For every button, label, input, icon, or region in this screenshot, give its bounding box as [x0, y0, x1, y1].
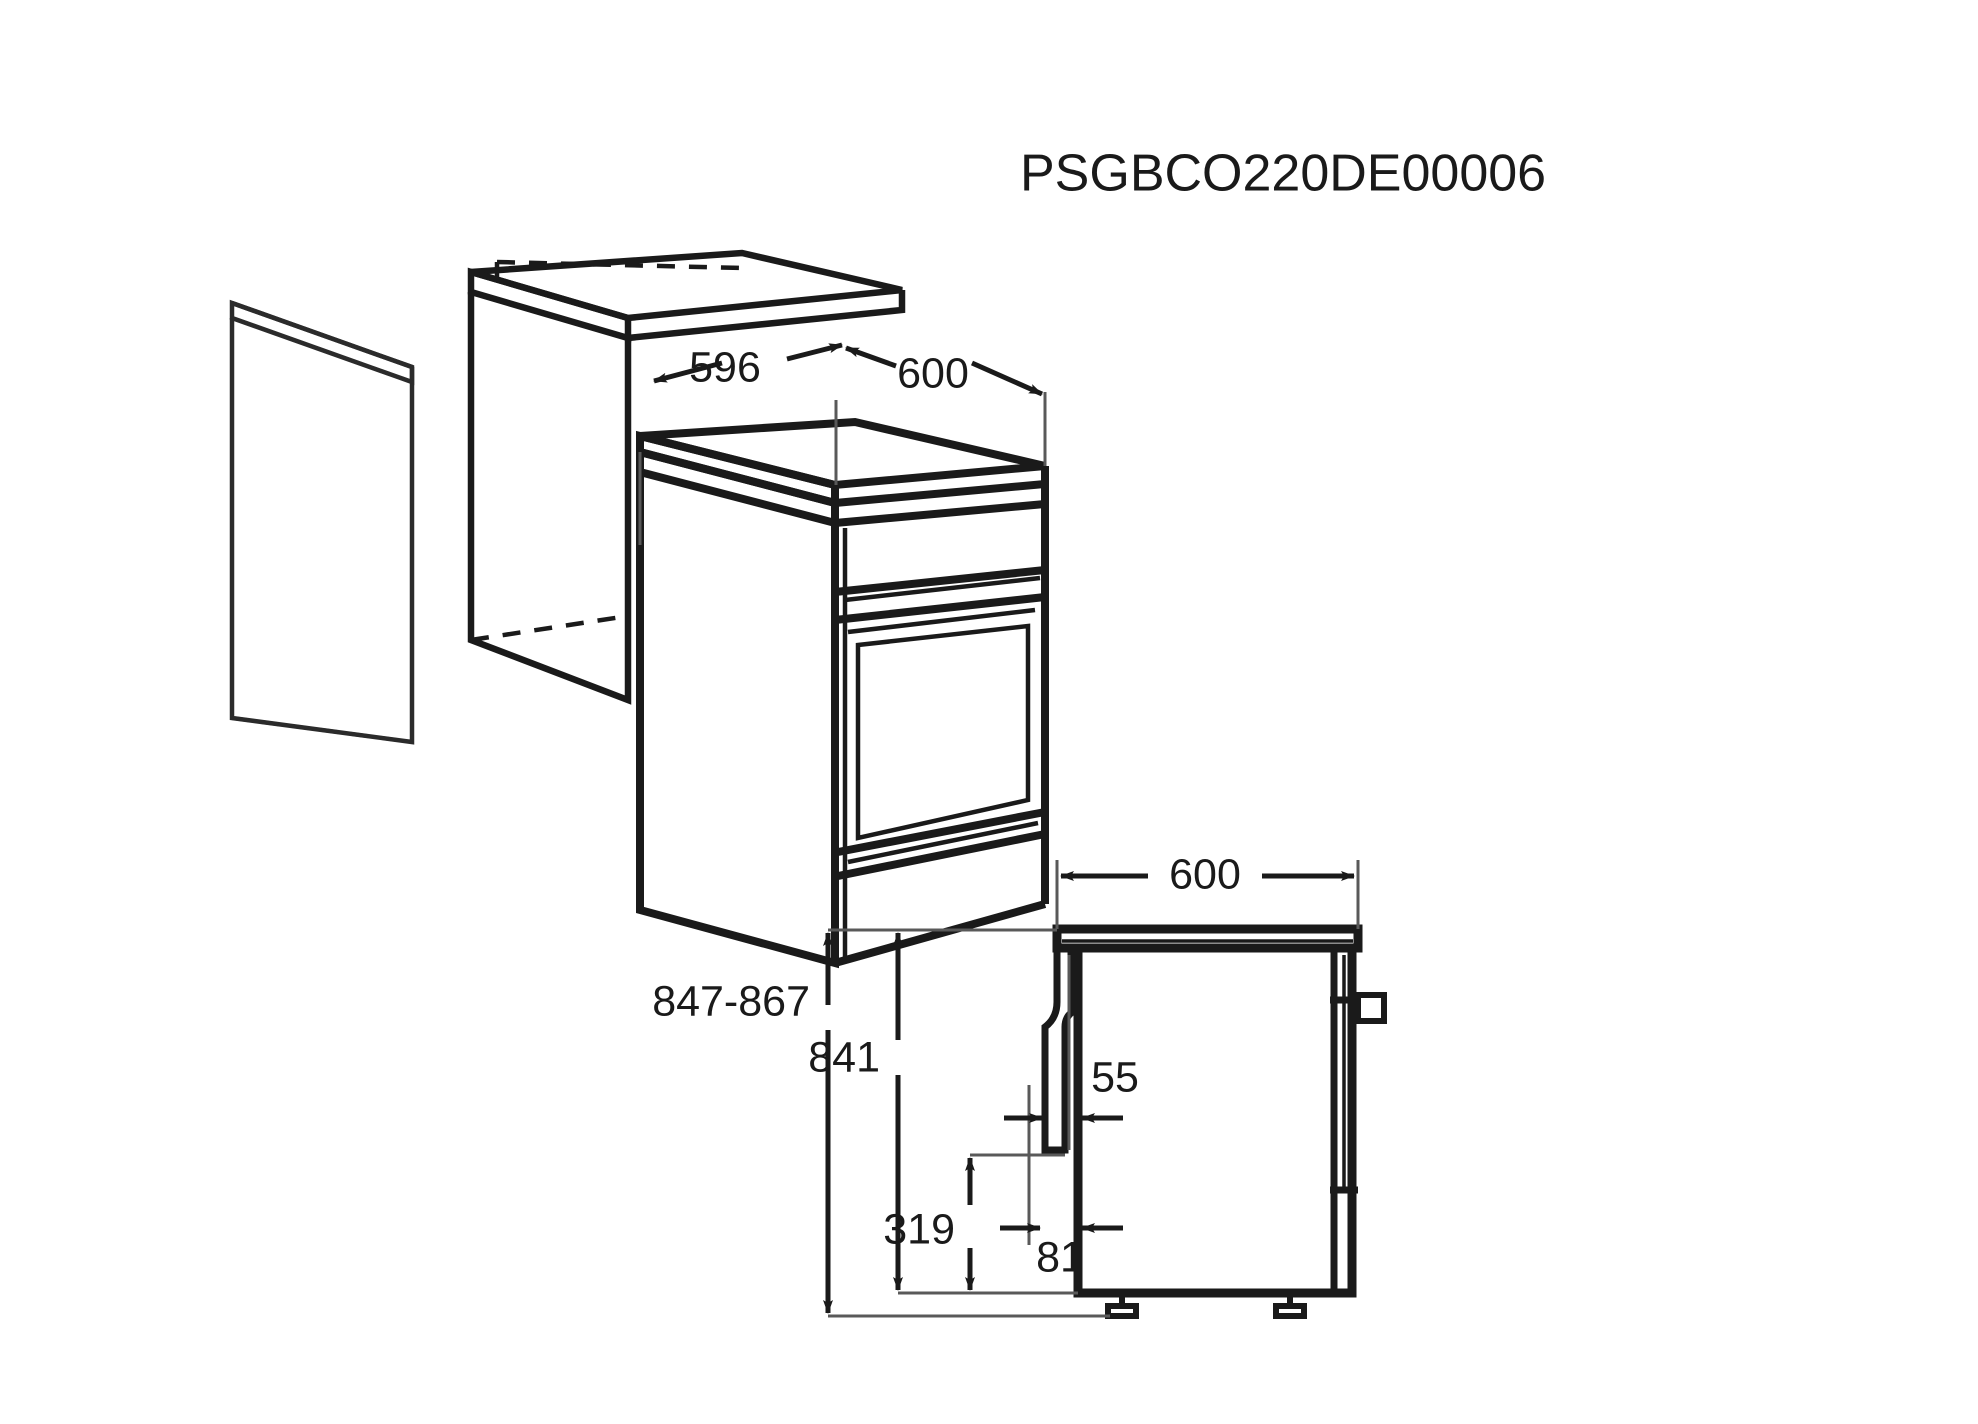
dimension-label-847-867: 847-867 — [652, 977, 810, 1025]
dimension-319: 319 — [883, 1153, 1065, 1291]
dimension-label-81: 81 — [1036, 1233, 1084, 1281]
dimension-81: 81 — [1000, 1155, 1123, 1281]
adjacent-cabinet-middle — [467, 249, 906, 705]
free-standing-cooker — [636, 417, 1049, 969]
dimension-label-600-width: 600 — [897, 349, 969, 397]
dimension-596: 596 — [638, 342, 843, 545]
page-title: PSGBCO220DE00006 — [1020, 145, 1546, 203]
dimension-847-867: 847-867 — [652, 928, 1110, 1318]
dimension-55: 55 — [1004, 1053, 1139, 1160]
dimension-841: 841 — [808, 932, 1078, 1295]
side-elevation-view — [1041, 924, 1387, 1319]
dimension-label-841: 841 — [808, 1033, 880, 1081]
dimension-label-55: 55 — [1091, 1053, 1139, 1101]
adjustable-foot-left — [1105, 1293, 1139, 1319]
dimension-600-width: 600 — [845, 345, 1047, 466]
dimension-label-600-depth: 600 — [1169, 850, 1241, 898]
rear-connector-tab — [1355, 992, 1387, 1024]
adjacent-cabinet-left — [229, 299, 415, 745]
adjustable-foot-right — [1273, 1293, 1307, 1319]
dimension-label-596: 596 — [689, 343, 761, 391]
dimension-600-depth: 600 — [1055, 850, 1360, 929]
dimension-label-319: 319 — [883, 1205, 955, 1253]
